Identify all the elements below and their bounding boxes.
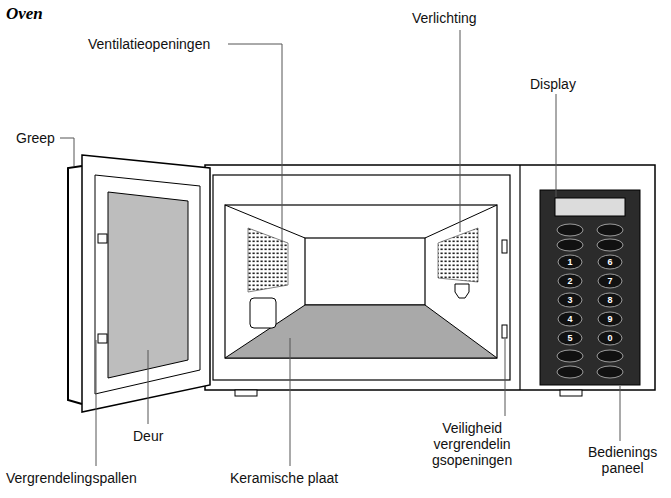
part-label: Veiligheid vergrendelin gsopeningen <box>432 420 512 468</box>
door-latch <box>98 234 107 243</box>
cavity-frame <box>213 175 510 380</box>
leader-lines <box>60 30 620 466</box>
oven-lamp <box>455 284 469 298</box>
title: Oven <box>6 4 43 24</box>
key-number: 4 <box>567 314 572 324</box>
part-label: Keramische plaat <box>230 470 338 486</box>
handle <box>68 166 82 404</box>
back-wall <box>305 238 425 305</box>
key-number: 2 <box>567 276 572 286</box>
part-label: Vergrendelingspallen <box>6 470 137 486</box>
keypad <box>557 224 623 378</box>
key-number: 5 <box>567 333 572 343</box>
part-label: Bedienings paneel <box>588 444 657 476</box>
door <box>82 155 210 412</box>
control-panel <box>540 190 640 385</box>
key-number: 8 <box>607 295 612 305</box>
oven-body <box>205 165 655 390</box>
part-label: Deur <box>133 428 163 444</box>
part-label: Display <box>530 76 576 92</box>
part-label: Verlichting <box>412 10 477 26</box>
key-number: 3 <box>567 295 572 305</box>
key-number: 6 <box>607 257 612 267</box>
safety-opening <box>502 325 507 338</box>
part-label: Ventilatieopeningen <box>88 36 210 52</box>
key-number: 7 <box>607 276 612 286</box>
door-latch <box>98 334 107 343</box>
key-number: 9 <box>607 314 612 324</box>
key-number: 1 <box>567 257 572 267</box>
part-label: Greep <box>16 130 55 146</box>
display-window <box>555 198 625 216</box>
right-vent <box>438 228 478 282</box>
key-number: 0 <box>607 333 612 343</box>
safety-opening <box>502 240 507 253</box>
